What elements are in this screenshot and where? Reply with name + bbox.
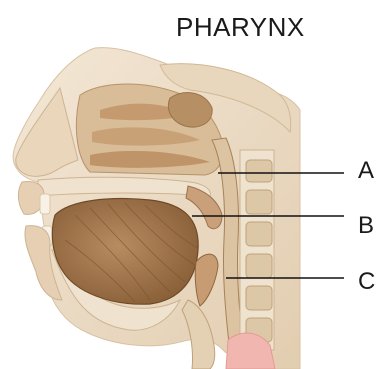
vertebra: [246, 222, 272, 246]
cervical-spine: [240, 150, 274, 350]
vertebra: [246, 286, 272, 310]
vertebra: [246, 160, 272, 182]
vertebra: [246, 254, 272, 278]
label-a: A: [358, 157, 374, 185]
upper-incisor: [40, 194, 50, 214]
label-c: C: [358, 268, 375, 296]
vertebra: [246, 190, 272, 214]
label-b: B: [358, 212, 374, 240]
